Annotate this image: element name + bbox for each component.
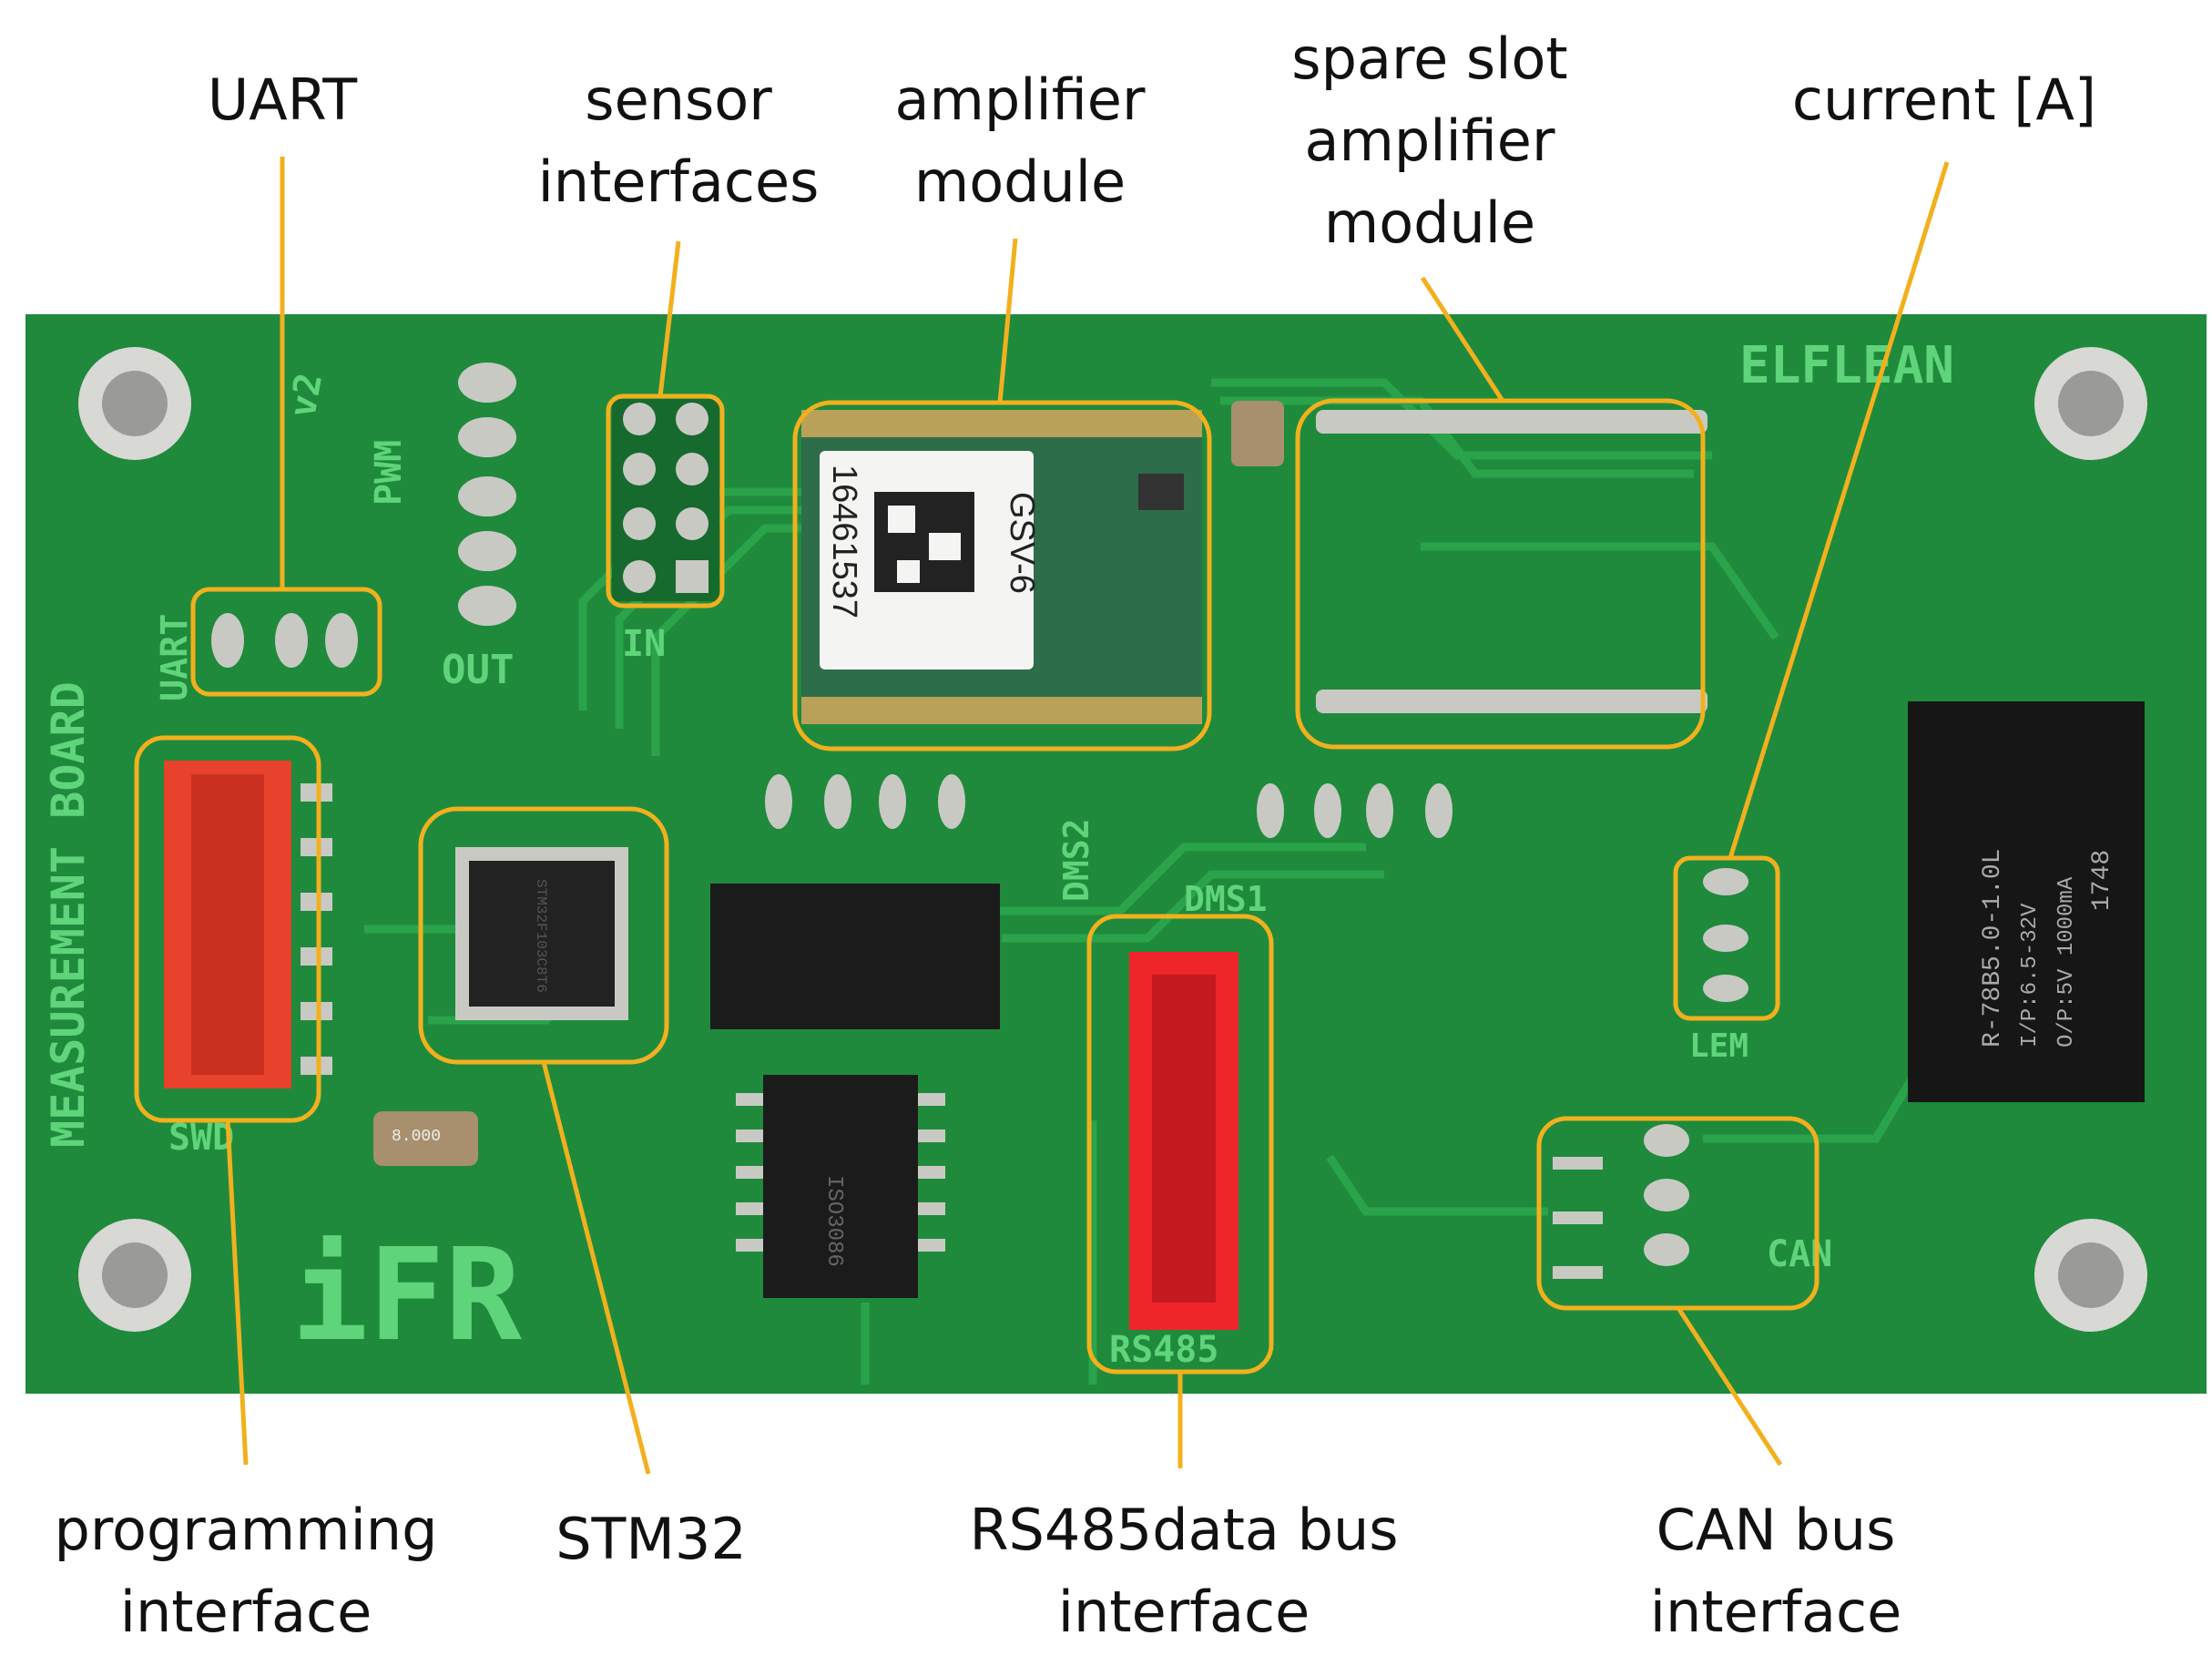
label-amplifier-module: amplifier module bbox=[894, 66, 1146, 215]
label-rs485: RS485data bus interface bbox=[969, 1497, 1399, 1645]
silk-version: v2 bbox=[282, 370, 331, 420]
label-can-bus: CAN bus interface bbox=[1649, 1497, 1902, 1645]
converter-marking: R-78B5.0-1.0L bbox=[1979, 849, 2007, 1048]
transceiver-chip bbox=[763, 1075, 918, 1298]
silk-can: CAN bbox=[1767, 1233, 1832, 1275]
silk-swd: SWD bbox=[168, 1117, 234, 1159]
label-current: current [A] bbox=[1791, 66, 2097, 133]
programming-connector bbox=[164, 761, 332, 1089]
silk-dms2: DMS2 bbox=[1056, 818, 1096, 902]
amplifier-module-board bbox=[801, 410, 1202, 724]
stm32-chip bbox=[455, 847, 628, 1020]
label-programming-interface: programming interface bbox=[54, 1497, 438, 1645]
module-serial-text: 16461537 bbox=[825, 465, 863, 618]
dc-jack-block bbox=[710, 884, 1000, 1029]
current-pads bbox=[1703, 868, 1748, 1002]
silk-logo: iFR bbox=[291, 1222, 523, 1370]
silk-lem: LEM bbox=[1689, 1027, 1748, 1065]
module-model-text: GSV-6 bbox=[1003, 492, 1041, 594]
box-sensor bbox=[606, 394, 725, 608]
converter-date-marking: 1748 bbox=[2088, 850, 2116, 911]
crystal bbox=[373, 1111, 478, 1166]
uart-pads bbox=[211, 613, 358, 668]
converter-output-marking: O/P:5V 1000mA bbox=[2054, 876, 2079, 1048]
silk-pwm: PWM bbox=[368, 440, 410, 506]
transceiver-marking: ISO3086 bbox=[821, 1175, 846, 1267]
silk-measurement-board: MEASUREMENT BOARD bbox=[42, 681, 95, 1148]
stm32-marking: STM32F103C8T6 bbox=[533, 879, 549, 993]
pwm-out-pads bbox=[458, 363, 516, 626]
dms-pads bbox=[765, 774, 1453, 838]
crystal-marking: 8.000 bbox=[392, 1128, 441, 1146]
converter-rating-marking: I/P:6.5-32V bbox=[2018, 903, 2043, 1048]
capacitor bbox=[1231, 401, 1284, 466]
dc-dc-converter bbox=[1908, 701, 2145, 1102]
transceiver-pins bbox=[736, 1093, 945, 1252]
label-spare-slot: spare slot amplifier module bbox=[1291, 26, 1568, 256]
label-uart: UART bbox=[207, 66, 358, 133]
label-stm32: STM32 bbox=[556, 1506, 747, 1572]
spare-slot-pads bbox=[1316, 410, 1707, 713]
leader-lines bbox=[225, 157, 1950, 1475]
box-uart bbox=[190, 587, 382, 697]
rs485-connector bbox=[1129, 952, 1239, 1330]
mounting-holes bbox=[78, 347, 2147, 1332]
silk-elflean: ELFLEAN bbox=[1739, 336, 1954, 395]
silk-dms1: DMS1 bbox=[1184, 879, 1268, 919]
box-current bbox=[1673, 855, 1780, 1021]
silk-rs485: RS485 bbox=[1109, 1329, 1218, 1371]
label-sensor-interfaces: sensor interfaces bbox=[537, 66, 820, 215]
silk-in: IN bbox=[622, 623, 666, 665]
can-pads bbox=[1553, 1124, 1689, 1279]
sensor-header bbox=[612, 399, 719, 601]
silk-uart: UART bbox=[154, 614, 196, 701]
box-can bbox=[1536, 1116, 1820, 1311]
silk-out: OUT bbox=[442, 647, 514, 693]
